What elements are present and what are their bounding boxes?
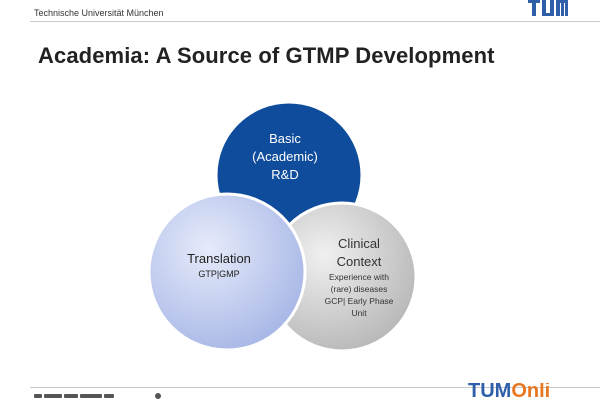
- footer-logo: TUMOnli: [468, 383, 600, 400]
- basic-label-line-1: Basic: [269, 131, 301, 146]
- clinical-sublabel-line-1: Experience with: [329, 272, 389, 282]
- clinical-label-line-1: Clinical: [338, 236, 380, 251]
- footer-logo-main: TUM: [468, 383, 512, 400]
- institution-name: Technische Universität München: [34, 8, 164, 18]
- clinical-sublabel-line-4: Unit: [351, 308, 367, 318]
- basic-label-line-3: R&D: [271, 167, 298, 182]
- translation-sublabel: GTP|GMP: [198, 269, 239, 279]
- footer-divider: [30, 387, 600, 388]
- circle-translation: [147, 192, 307, 352]
- tum-logo-icon: [528, 0, 568, 16]
- clinical-label-line-2: Context: [337, 254, 382, 269]
- translation-label: Translation: [187, 251, 251, 266]
- slide-title: Academia: A Source of GTMP Development: [38, 43, 495, 68]
- clinical-sublabel-line-3: GCP| Early Phase: [325, 296, 394, 306]
- header-divider: [30, 21, 600, 22]
- basic-label-line-2: (Academic): [252, 149, 318, 164]
- footer-logo-suffix: Onli: [511, 383, 551, 400]
- footer-text-icon: [34, 393, 161, 399]
- clinical-sublabel-line-2: (rare) diseases: [331, 284, 388, 294]
